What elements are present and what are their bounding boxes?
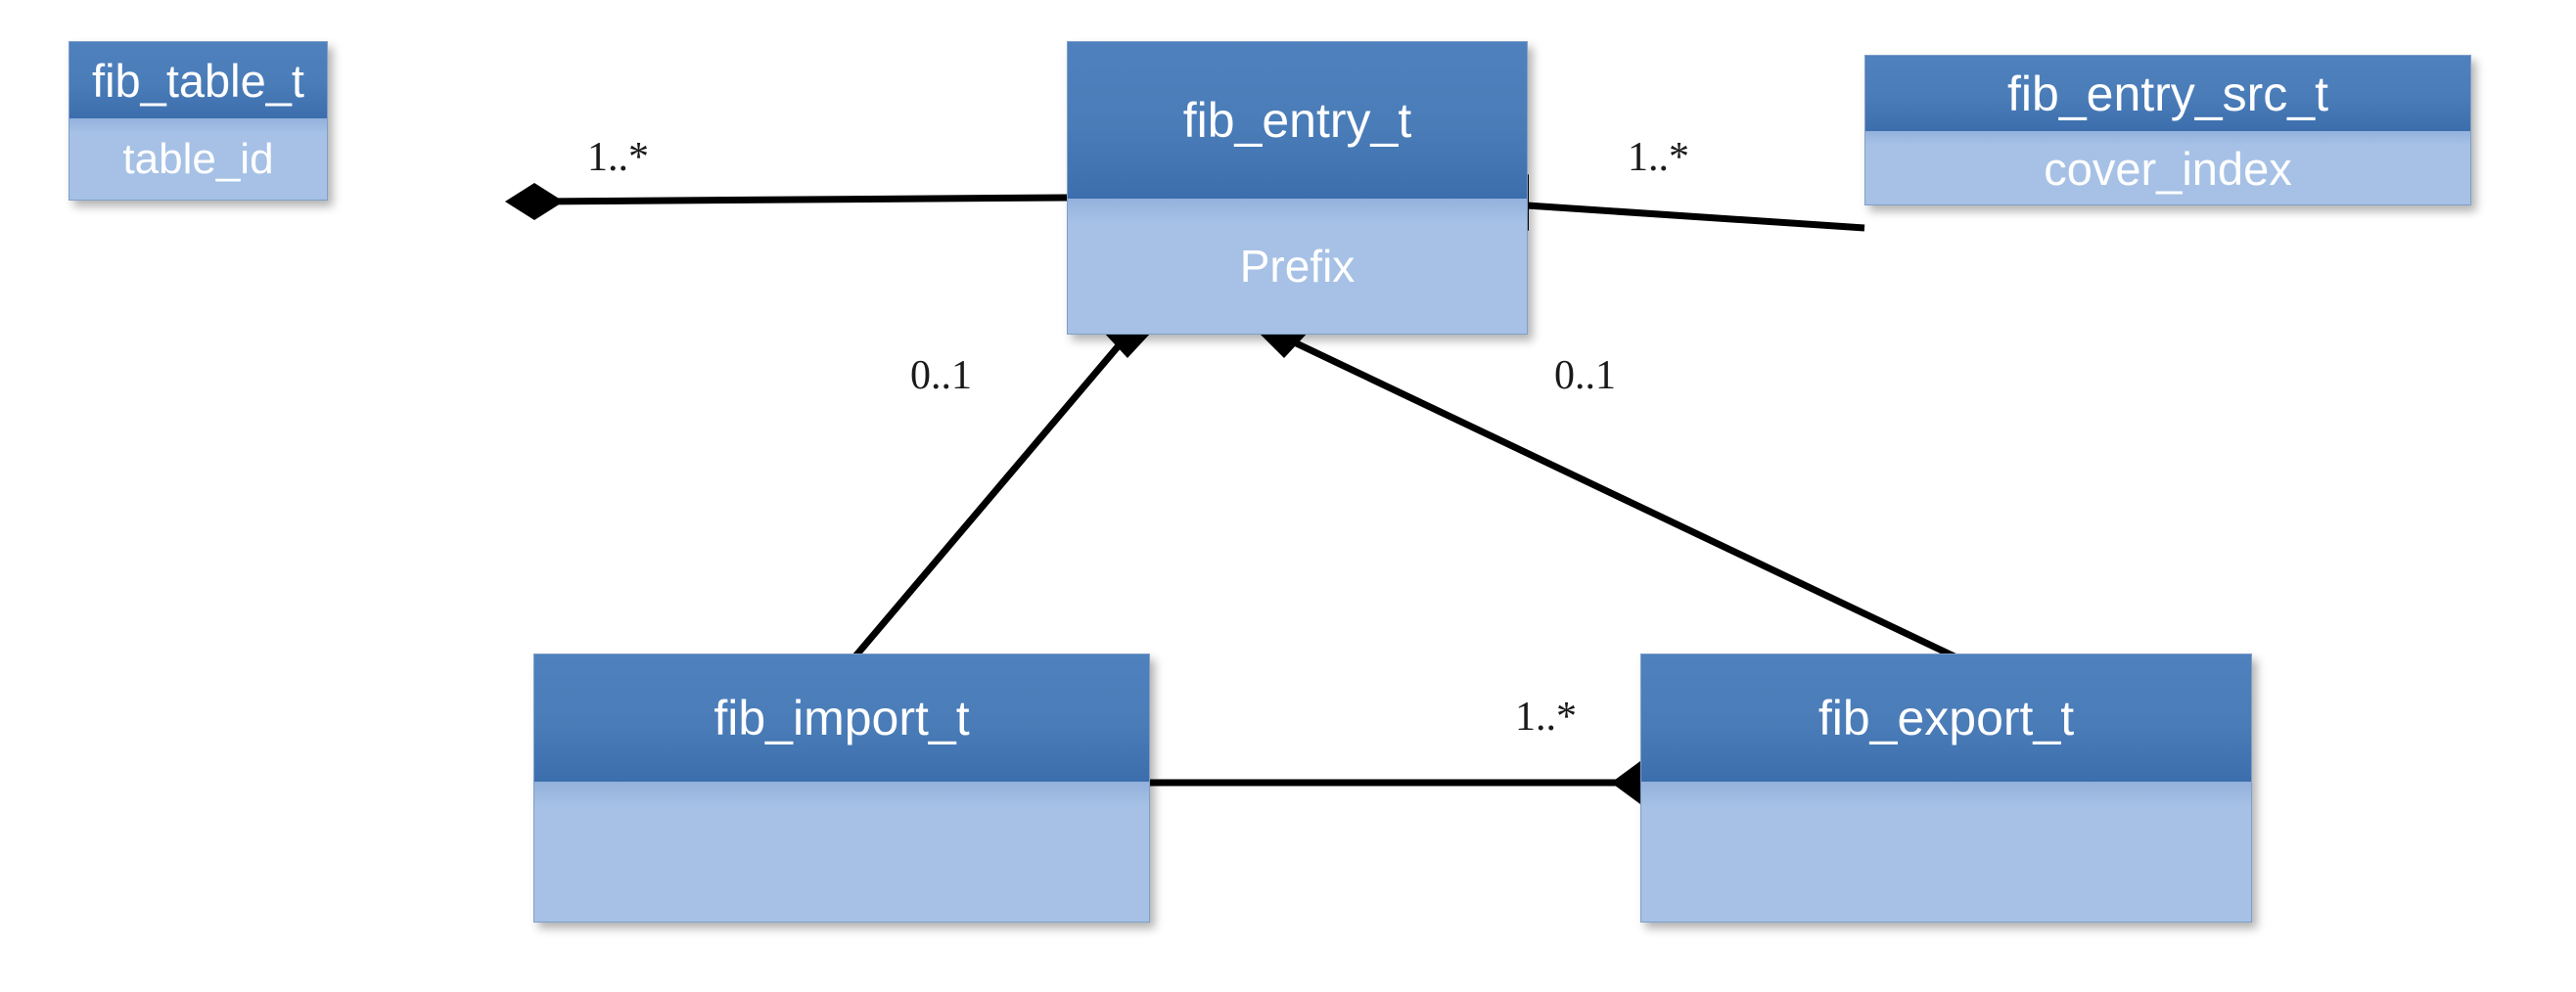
association-import-to-export [1150, 761, 1670, 804]
class-header-fib-entry-t: fib_entry_t [1068, 42, 1527, 199]
multiplicity-label-import-to-export: 1..* [1515, 695, 1577, 740]
association-entry-to-import [851, 307, 1151, 660]
association-line [533, 194, 1068, 205]
class-box-fib-import-t[interactable]: fib_import_t [533, 654, 1150, 923]
class-body-fib-export-t [1641, 782, 2251, 922]
class-body-fib-entry-src-t: cover_index [1865, 131, 2470, 204]
class-body-fib-entry-t: Prefix [1068, 199, 1527, 334]
class-header-fib-export-t: fib_export_t [1641, 654, 2251, 782]
class-title: fib_entry_t [1182, 93, 1412, 148]
class-header-fib-import-t: fib_import_t [534, 654, 1149, 782]
multiplicity-label-entry-to-import: 0..1 [910, 353, 972, 398]
class-attribute: Prefix [1239, 241, 1356, 292]
multiplicity-label-table-to-entry: 1..* [587, 135, 649, 180]
class-body-fib-import-t [534, 782, 1149, 922]
class-box-fib-entry-src-t[interactable]: fib_entry_src_t cover_index [1864, 55, 2471, 205]
class-box-fib-table-t[interactable]: fib_table_t table_id [69, 41, 328, 201]
class-attribute: cover_index [2044, 143, 2292, 195]
association-entry-to-src [1484, 174, 1865, 232]
multiplicity-label-entry-to-src: 1..* [1628, 135, 1689, 180]
association-line [851, 335, 1128, 660]
class-title: fib_import_t [713, 691, 970, 745]
class-title: fib_table_t [92, 54, 304, 107]
association-table-to-entry [505, 183, 1068, 220]
class-body-fib-table-t: table_id [69, 118, 327, 200]
class-header-fib-table-t: fib_table_t [69, 42, 327, 118]
class-attribute: table_id [122, 135, 274, 183]
class-box-fib-export-t[interactable]: fib_export_t [1640, 654, 2252, 923]
class-title: fib_entry_src_t [2007, 66, 2328, 121]
association-line [1526, 202, 1865, 232]
class-title: fib_export_t [1817, 691, 2075, 745]
multiplicity-label-entry-to-export: 0..1 [1554, 353, 1616, 398]
filled-diamond-marker [505, 183, 564, 220]
association-line [1282, 334, 1958, 661]
class-box-fib-entry-t[interactable]: fib_entry_t Prefix [1067, 41, 1528, 335]
class-header-fib-entry-src-t: fib_entry_src_t [1865, 56, 2470, 131]
